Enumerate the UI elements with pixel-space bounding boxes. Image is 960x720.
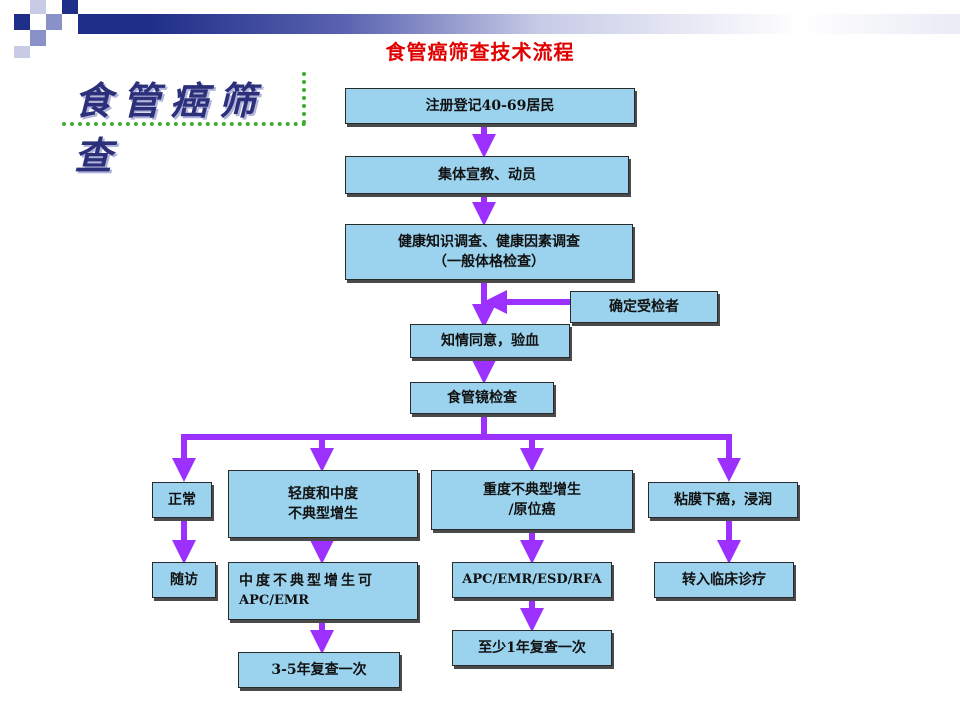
logo: 食管癌筛查 <box>58 68 308 178</box>
branch-mucosal-label: 粘膜下癌，浸润 <box>674 492 772 508</box>
outcome-followup: 随访 <box>152 562 216 598</box>
step-mobilize: 集体宣教、动员 <box>345 156 629 194</box>
step-endoscopy-label: 食管镜检查 <box>447 390 517 406</box>
logo-border-right <box>302 72 306 124</box>
step-survey: 健康知识调查、健康因素调查 （一般体格检查） <box>345 224 633 280</box>
branch-severe-line1: 重度不典型增生 <box>483 482 581 498</box>
branch-normal: 正常 <box>152 482 212 518</box>
outcome-mild-treat-line2: APC/EMR <box>239 593 310 608</box>
header-square-4 <box>30 30 46 46</box>
outcome-severe-treat-label: APC/EMR/ESD/RFA <box>462 572 602 587</box>
step-confirm-label: 确定受检者 <box>609 299 679 315</box>
header-gradient-bar <box>150 14 800 34</box>
branch-mucosal: 粘膜下癌，浸润 <box>648 482 798 518</box>
header-square-6 <box>62 0 78 14</box>
outcome-mild-treat: 中度不典型增生可 APC/EMR <box>228 562 418 620</box>
header-square-7 <box>78 14 150 34</box>
outcome-clinical-label: 转入临床诊疗 <box>682 572 766 588</box>
branch-mild-line2: 不典型增生 <box>288 506 358 522</box>
branch-severe-line2: /原位癌 <box>508 502 556 518</box>
outcome-mild-review-label: 3-5年复查一次 <box>271 662 367 678</box>
step-survey-line2: （一般体格检查） <box>433 254 545 270</box>
step-consent: 知情同意，验血 <box>410 324 570 358</box>
step-register-label: 注册登记40-69居民 <box>425 98 555 114</box>
step-survey-line1: 健康知识调查、健康因素调查 <box>398 234 580 250</box>
outcome-severe-review: 至少1年复查一次 <box>452 630 612 666</box>
branch-mild-line1: 轻度和中度 <box>288 486 358 502</box>
branch-mild: 轻度和中度 不典型增生 <box>228 470 418 538</box>
page-title: 食管癌筛查技术流程 <box>385 40 575 64</box>
header-square-2 <box>30 0 46 14</box>
header-gradient-bar-end <box>800 14 960 34</box>
step-confirm: 确定受检者 <box>570 291 718 323</box>
branch-normal-label: 正常 <box>168 492 196 508</box>
header-square-1 <box>14 14 30 30</box>
outcome-severe-review-label: 至少1年复查一次 <box>478 640 586 656</box>
outcome-clinical: 转入临床诊疗 <box>654 562 794 598</box>
header-square-5 <box>14 46 30 58</box>
outcome-mild-treat-line1: 中度不典型增生可 <box>239 573 375 589</box>
step-mobilize-label: 集体宣教、动员 <box>438 167 536 183</box>
outcome-mild-review: 3-5年复查一次 <box>238 652 400 688</box>
logo-border-bottom <box>62 122 306 126</box>
outcome-severe-treat: APC/EMR/ESD/RFA <box>452 562 612 598</box>
header-square-3 <box>46 14 62 30</box>
step-consent-label: 知情同意，验血 <box>441 333 539 349</box>
outcome-followup-label: 随访 <box>170 572 198 588</box>
step-endoscopy: 食管镜检查 <box>410 382 554 414</box>
branch-severe: 重度不典型增生 /原位癌 <box>431 470 633 530</box>
logo-text: 食管癌筛查 <box>74 78 267 178</box>
step-register: 注册登记40-69居民 <box>345 88 635 124</box>
